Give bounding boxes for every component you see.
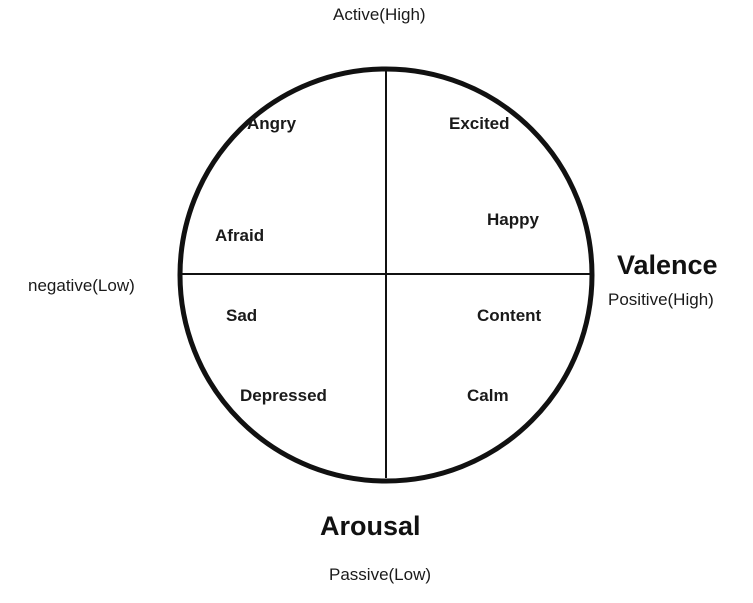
emotion-label-afraid: Afraid	[215, 226, 265, 245]
emotion-label-calm: Calm	[467, 386, 509, 405]
positive-high-label: Positive(High)	[608, 290, 714, 309]
emotion-label-depressed: Depressed	[240, 386, 327, 405]
emotion-label-content: Content	[477, 306, 542, 325]
passive-low-label: Passive(Low)	[329, 565, 432, 584]
emotion-label-angry: Angry	[247, 114, 297, 133]
emotion-label-excited: Excited	[449, 114, 510, 133]
negative-low-label: negative(Low)	[28, 276, 135, 295]
active-high-label: Active(High)	[333, 5, 426, 24]
arousal-axis-title: Arousal	[320, 511, 421, 541]
emotion-label-happy: Happy	[487, 210, 539, 229]
valence-axis-title: Valence	[617, 250, 718, 280]
emotion-label-sad: Sad	[226, 306, 258, 325]
